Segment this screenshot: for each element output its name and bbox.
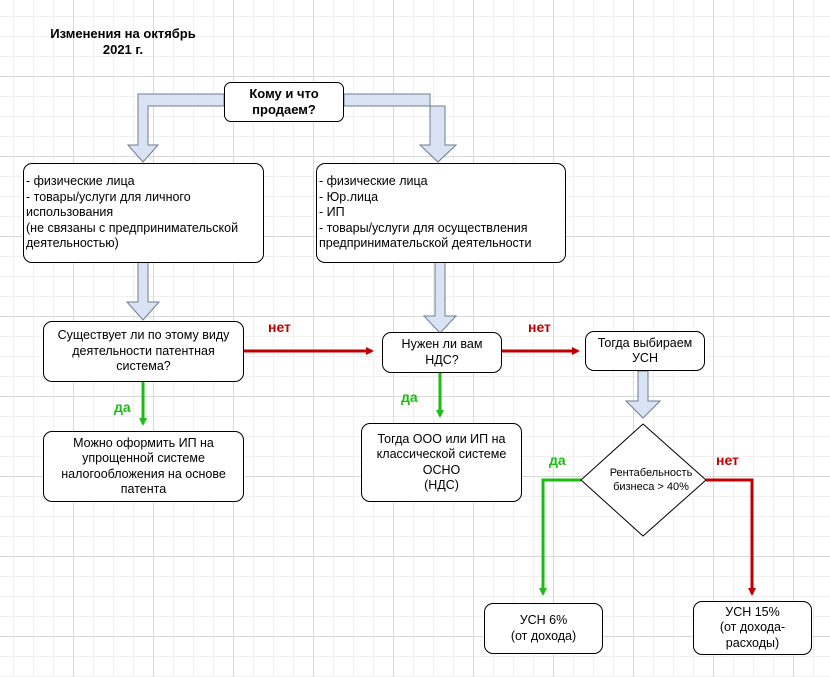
vat-yes-line-1: Тогда ООО или ИП на: [377, 431, 506, 446]
usn-choice-line-2: УСН: [631, 351, 658, 365]
block-arrow-businesses-to-vat: [422, 261, 458, 334]
title-line-2: 2021 г.: [102, 42, 144, 57]
businesses-line-4: - товары/услуги для осуществления: [319, 220, 528, 235]
businesses-box: - физические лица - Юр.лица - ИП - товар…: [316, 163, 566, 263]
individuals-line-2: - товары/услуги для личного: [26, 189, 191, 204]
individuals-line-1: - физические лица: [26, 174, 135, 188]
vat-yes-line-2: классической системе: [376, 447, 507, 461]
root-question-box: Кому и что продаем?: [224, 82, 344, 122]
arrow-profitability-yes: [539, 478, 581, 596]
patent-no-label: нет: [268, 319, 291, 335]
usn15-box: УСН 15% (от дохода- расходы): [693, 601, 812, 655]
usn-choice-line-1: Тогда выбираем: [597, 335, 693, 350]
usn15-line-1: УСН 15%: [725, 604, 780, 619]
arrow-profitability-no: [706, 478, 756, 596]
profitability-diamond: [580, 423, 707, 537]
usn6-line-1: УСН 6%: [519, 613, 568, 627]
patent-yes-box: Можно оформить ИП на упрощенной системе …: [43, 431, 244, 502]
businesses-line-3: - ИП: [319, 205, 345, 219]
root-question-line-1: Кому и что: [249, 86, 319, 101]
root-question-line-2: продаем?: [252, 102, 316, 117]
patent-yes-line-1: Можно оформить ИП на: [73, 435, 214, 450]
businesses-line-2: - Юр.лица: [319, 189, 379, 204]
usn15-line-2: (от дохода-: [719, 620, 786, 635]
individuals-line-3: использования: [26, 205, 114, 219]
usn6-box: УСН 6% (от дохода): [484, 603, 603, 654]
individuals-line-4: (не связаны с предпринимательской: [26, 220, 239, 235]
title-line-1: Изменения на октябрь: [50, 26, 196, 41]
patent-question-line-2: деятельности патентная: [72, 343, 215, 358]
patent-yes-label: да: [114, 399, 131, 415]
block-arrow-usn-to-profitability: [624, 370, 662, 419]
patent-question-box: Существует ли по этому виду деятельности…: [43, 321, 244, 382]
diagram-title: Изменения на октябрь 2021 г.: [38, 26, 208, 58]
profitability-line-1: Рентабельность: [609, 467, 693, 479]
patent-yes-line-2: упрощенной системе: [82, 451, 205, 465]
split-block-arrow: [126, 93, 458, 163]
individuals-line-5: деятельностью): [26, 236, 119, 250]
businesses-line-1: - физические лица: [319, 174, 428, 188]
vat-question-line-1: Нужен ли вам: [401, 337, 483, 351]
patent-yes-line-3: налогообложения на основе: [61, 466, 226, 481]
vat-question-line-2: НДС?: [425, 352, 459, 367]
profitability-text: Рентабельность бизнеса > 40%: [583, 466, 719, 494]
usn-choice-box: Тогда выбираем УСН: [585, 331, 705, 371]
vat-yes-label: да: [401, 389, 418, 405]
patent-question-line-1: Существует ли по этому виду: [57, 328, 230, 343]
profitability-line-2: бизнеса > 40%: [613, 481, 689, 493]
block-arrow-individuals-to-patent: [125, 261, 161, 321]
patent-yes-line-4: патента: [120, 482, 167, 496]
usn15-line-3: расходы): [725, 635, 780, 650]
patent-question-line-3: система?: [116, 359, 171, 374]
usn6-line-2: (от дохода): [510, 628, 577, 643]
vat-yes-line-4: (НДС): [424, 478, 459, 492]
vat-yes-box: Тогда ООО или ИП на классической системе…: [361, 423, 522, 502]
businesses-line-5: предпринимательской деятельности: [319, 236, 532, 250]
individuals-box: - физические лица - товары/услуги для ли…: [23, 163, 264, 263]
vat-yes-line-3: ОСНО: [422, 462, 461, 477]
profitability-no-label: нет: [716, 452, 739, 468]
vat-question-box: Нужен ли вам НДС?: [382, 332, 502, 373]
vat-no-label: нет: [528, 319, 551, 335]
profitability-yes-label: да: [549, 452, 566, 468]
